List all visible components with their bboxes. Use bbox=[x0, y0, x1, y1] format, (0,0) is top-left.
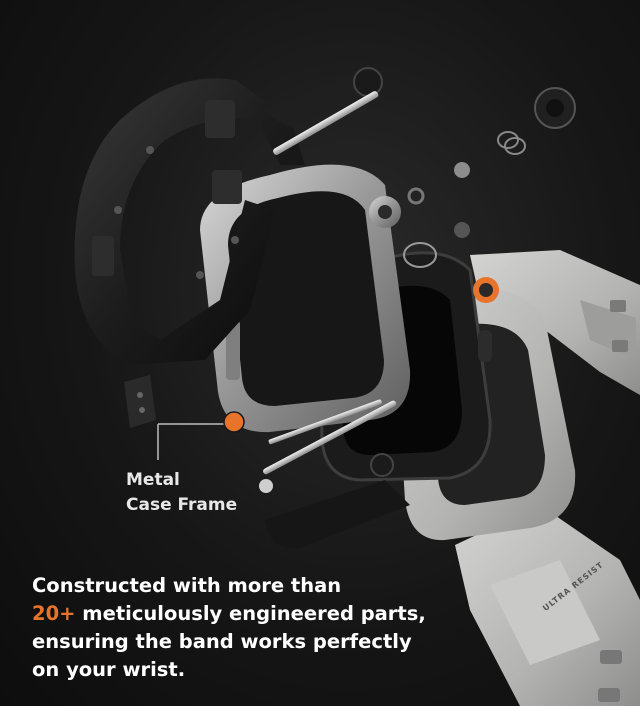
caption: Constructed with more than 20+ meticulou… bbox=[32, 572, 592, 684]
caption-line-4: on your wrist. bbox=[32, 658, 186, 681]
band-top bbox=[470, 250, 640, 395]
top-lug-bar bbox=[260, 67, 383, 155]
caption-line-3: ensuring the band works perfectly bbox=[32, 630, 412, 653]
callout-line-2: Case Frame bbox=[126, 495, 238, 515]
callout-label: Metal Case Frame bbox=[126, 468, 237, 518]
caption-line-2-rest: meticulously engineered parts, bbox=[75, 602, 426, 625]
bottom-lug-pins bbox=[259, 399, 410, 549]
caption-line-1: Constructed with more than bbox=[32, 574, 342, 597]
crown-parts bbox=[369, 87, 576, 268]
black-bumper bbox=[74, 78, 305, 365]
callout-leader bbox=[157, 411, 245, 460]
caption-line-2: 20+ meticulously engineered parts, bbox=[32, 600, 592, 628]
callout-line-1: Metal bbox=[126, 470, 180, 490]
side-button bbox=[124, 375, 156, 428]
band-bottom bbox=[455, 505, 640, 706]
caption-accent: 20+ bbox=[32, 602, 76, 625]
